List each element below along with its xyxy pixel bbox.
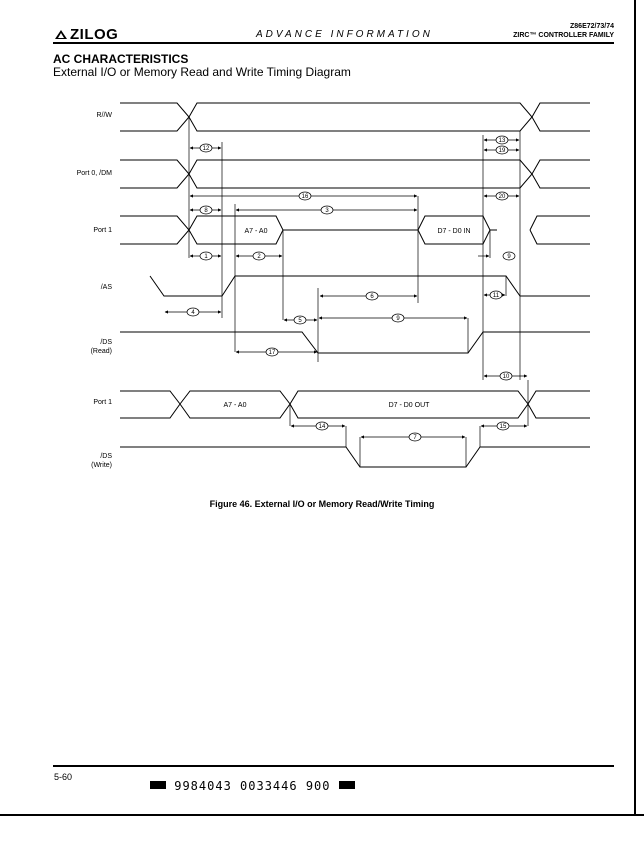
waveform-rw xyxy=(120,102,590,132)
barcode: 9984043 0033446 900 xyxy=(150,779,355,793)
svg-text:3: 3 xyxy=(325,208,329,214)
svg-text:4: 4 xyxy=(191,310,195,316)
bus-label-data-in: D7 - D0 IN xyxy=(437,228,470,235)
waveform-ds-write xyxy=(120,446,590,468)
scan-edge-right xyxy=(634,0,636,814)
marker-17: 17 xyxy=(265,347,279,357)
signal-label-port1-read: Port 1 xyxy=(93,227,112,234)
svg-text:16: 16 xyxy=(302,194,309,200)
marker-9b: 9 xyxy=(391,313,405,323)
svg-text:11: 11 xyxy=(493,293,500,299)
zilog-logo-icon xyxy=(55,30,67,39)
svg-text:2: 2 xyxy=(257,254,261,260)
svg-text:5: 5 xyxy=(298,318,302,324)
svg-text:20: 20 xyxy=(499,194,506,200)
svg-text:1: 1 xyxy=(204,254,208,260)
signal-label-as: /AS xyxy=(101,284,113,291)
zilog-logo: ZILOG xyxy=(54,26,118,43)
marker-2: 2 xyxy=(252,251,266,261)
brand-text: ZILOG xyxy=(70,26,119,43)
section-title: AC CHARACTERISTICS xyxy=(53,52,189,66)
timing-diagram: R//W Port 0, /DM Port 1 /AS /DS (Read) P… xyxy=(77,102,590,469)
reference-lines xyxy=(188,117,529,467)
svg-text:7: 7 xyxy=(413,435,417,441)
product-family: ZIRC™ CONTROLLER FAMILY xyxy=(513,32,614,39)
marker-11: 11 xyxy=(489,290,503,300)
marker-3: 3 xyxy=(320,205,334,215)
svg-text:6: 6 xyxy=(370,294,374,300)
signal-label-port0: Port 0, /DM xyxy=(77,170,113,177)
marker-15: 15 xyxy=(496,421,510,431)
signal-label-ds-write-sub: (Write) xyxy=(91,462,112,469)
bus-label-addr-read: A7 - A0 xyxy=(245,228,268,235)
svg-text:15: 15 xyxy=(500,424,507,430)
signal-label-ds-read: /DS xyxy=(100,339,112,346)
marker-12: 12 xyxy=(199,143,213,153)
marker-5: 5 xyxy=(293,315,307,325)
signal-label-ds-read-sub: (Read) xyxy=(91,348,112,355)
scan-edge-bottom xyxy=(0,814,644,816)
advance-information: ADVANCE INFORMATION xyxy=(256,29,433,40)
waveform-port0 xyxy=(120,159,590,189)
svg-text:10: 10 xyxy=(503,374,510,380)
part-numbers: Z86E72/73/74 xyxy=(570,23,614,30)
timing-markers: 12 13 19 16 20 8 3 1 2 9 4 5 6 9 11 17 1… xyxy=(186,135,516,442)
marker-6: 6 xyxy=(365,291,379,301)
signal-label-rw: R//W xyxy=(96,112,112,119)
waveform-port1-write xyxy=(120,390,590,419)
svg-text:9: 9 xyxy=(507,254,511,260)
figure-caption: Figure 46. External I/O or Memory Read/W… xyxy=(209,499,435,509)
waveform-ds-read xyxy=(120,331,590,354)
svg-text:8: 8 xyxy=(204,208,208,214)
timing-arrows xyxy=(164,138,528,439)
barcode-number: 9984043 0033446 900 xyxy=(174,779,331,793)
svg-text:19: 19 xyxy=(499,148,506,154)
svg-text:12: 12 xyxy=(203,146,210,152)
marker-7: 7 xyxy=(408,432,422,442)
marker-13: 13 xyxy=(495,135,509,145)
marker-14: 14 xyxy=(315,421,329,431)
signal-label-ds-write: /DS xyxy=(100,453,112,460)
header-rule xyxy=(53,42,614,44)
marker-20: 20 xyxy=(495,191,509,201)
svg-text:17: 17 xyxy=(269,350,276,356)
svg-text:14: 14 xyxy=(319,424,326,430)
header-part-info: Z86E72/73/74 ZIRC™ CONTROLLER FAMILY xyxy=(513,22,614,40)
marker-19: 19 xyxy=(495,145,509,155)
page-number: 5-60 xyxy=(54,772,73,782)
barcode-block-left xyxy=(150,781,166,789)
marker-4: 4 xyxy=(186,307,200,317)
svg-text:13: 13 xyxy=(499,138,506,144)
marker-16: 16 xyxy=(298,191,312,201)
marker-8: 8 xyxy=(199,205,213,215)
svg-text:9: 9 xyxy=(396,316,400,322)
section-subtitle: External I/O or Memory Read and Write Ti… xyxy=(53,65,351,79)
marker-9: 9 xyxy=(502,251,516,261)
waveform-port1-read xyxy=(120,215,590,245)
bus-label-addr-write: A7 - A0 xyxy=(224,402,247,409)
marker-1: 1 xyxy=(199,251,213,261)
marker-10: 10 xyxy=(499,371,513,381)
signal-label-port1-write: Port 1 xyxy=(93,399,112,406)
footer-rule xyxy=(53,765,614,767)
barcode-block-right xyxy=(338,781,355,789)
bus-label-data-out: D7 - D0 OUT xyxy=(389,402,431,409)
